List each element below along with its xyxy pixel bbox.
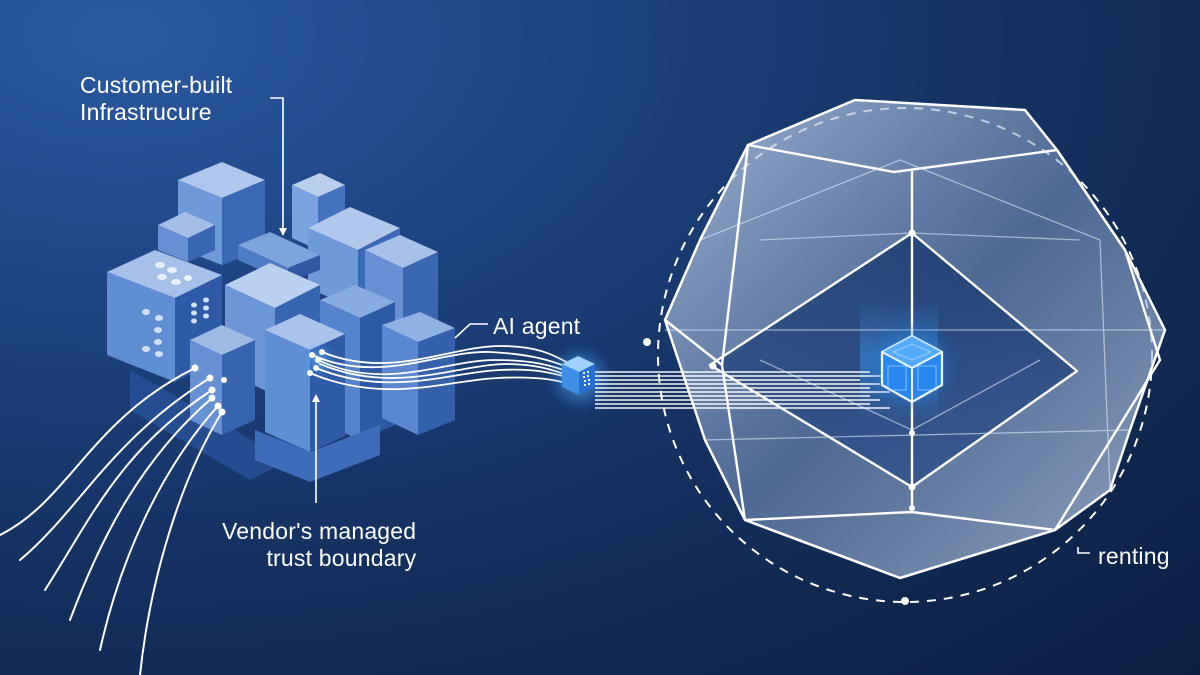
- renting-label: renting: [1098, 543, 1170, 569]
- customer-infrastructure-label-line1: Customer-built: [80, 72, 233, 98]
- core-circuit-icon: [887, 343, 937, 391]
- polyhedron-vertices: [709, 229, 916, 511]
- block-front-center: [265, 314, 345, 452]
- inner-core-node[interactable]: [864, 318, 960, 414]
- vendor-boundary-label-line2: trust boundary: [266, 545, 417, 571]
- incoming-connection-bundle: [0, 367, 223, 675]
- block-base-slab: [255, 425, 380, 482]
- block-server: [107, 250, 222, 382]
- customer-infrastructure-label: Customer-built Infrastrucure: [80, 72, 232, 126]
- ai-agent-node[interactable]: [546, 344, 614, 412]
- incoming-port-dots: [191, 364, 227, 416]
- ai-agent-chip-icon: [583, 371, 590, 386]
- ai-agent-label: AI agent: [493, 313, 581, 339]
- server-side-lights: [191, 297, 209, 324]
- block-small-left: [158, 212, 215, 262]
- callout-vendor-line: [312, 394, 320, 503]
- customer-infrastructure-cluster: [107, 162, 455, 482]
- server-front-lights: [142, 309, 163, 357]
- customer-infrastructure-label-line2: Infrastrucure: [80, 99, 212, 125]
- callout-customer-line: [270, 97, 287, 236]
- server-top-lights: [155, 262, 192, 285]
- callout-agent-line: [454, 323, 488, 339]
- vendor-boundary-label-line1: Vendor's managed: [222, 518, 417, 544]
- circle-anchor-left: [643, 338, 651, 346]
- infra-port-dots: [307, 349, 325, 376]
- circle-anchor-bottom: [901, 597, 909, 605]
- vendor-boundary-label: Vendor's managed trust boundary: [222, 518, 416, 572]
- agent-to-core-lines: [595, 371, 890, 409]
- callout-renting-line: [1077, 547, 1090, 554]
